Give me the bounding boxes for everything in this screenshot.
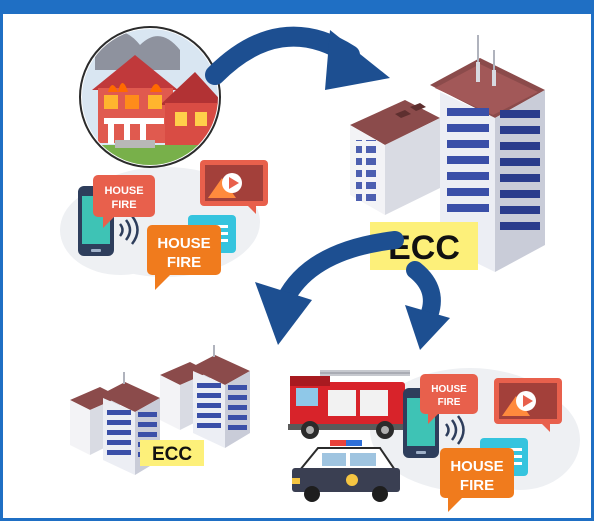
ecc-label-text: ECC	[152, 444, 192, 465]
speech-bubble-big-bottom: HOUSE FIRE	[440, 448, 514, 512]
speech-bubble-small-top: HOUSE FIRE	[93, 175, 155, 228]
bubble-text-line2: FIRE	[438, 397, 461, 408]
bubble-text-line1: HOUSE	[157, 235, 210, 252]
ecc-building-small-2	[160, 345, 250, 448]
arrow-ecc-to-ecc	[255, 231, 404, 345]
burning-house-icon	[79, 26, 221, 168]
bubble-text-line1: HOUSE	[104, 185, 143, 197]
video-message-icon	[200, 160, 268, 214]
speech-bubble-small-bottom: HOUSE FIRE	[420, 374, 478, 424]
bubble-text-line2: FIRE	[167, 254, 201, 271]
arrow-house-to-ecc	[205, 26, 390, 90]
ecc-label-small: ECC	[140, 440, 204, 466]
fire-truck-icon	[288, 370, 410, 439]
video-message-icon	[494, 378, 562, 432]
bubble-text-line2: FIRE	[111, 199, 136, 211]
bubble-text-line1: HOUSE	[431, 384, 467, 395]
bubble-text-line2: FIRE	[460, 477, 494, 494]
police-car-icon	[292, 440, 400, 502]
speech-bubble-big-top: HOUSE FIRE	[147, 225, 221, 290]
bubble-text-line1: HOUSE	[450, 458, 503, 475]
ecc-building-icon	[350, 35, 545, 272]
arrow-ecc-to-responders	[405, 261, 450, 350]
smartphone-icon	[403, 388, 465, 458]
